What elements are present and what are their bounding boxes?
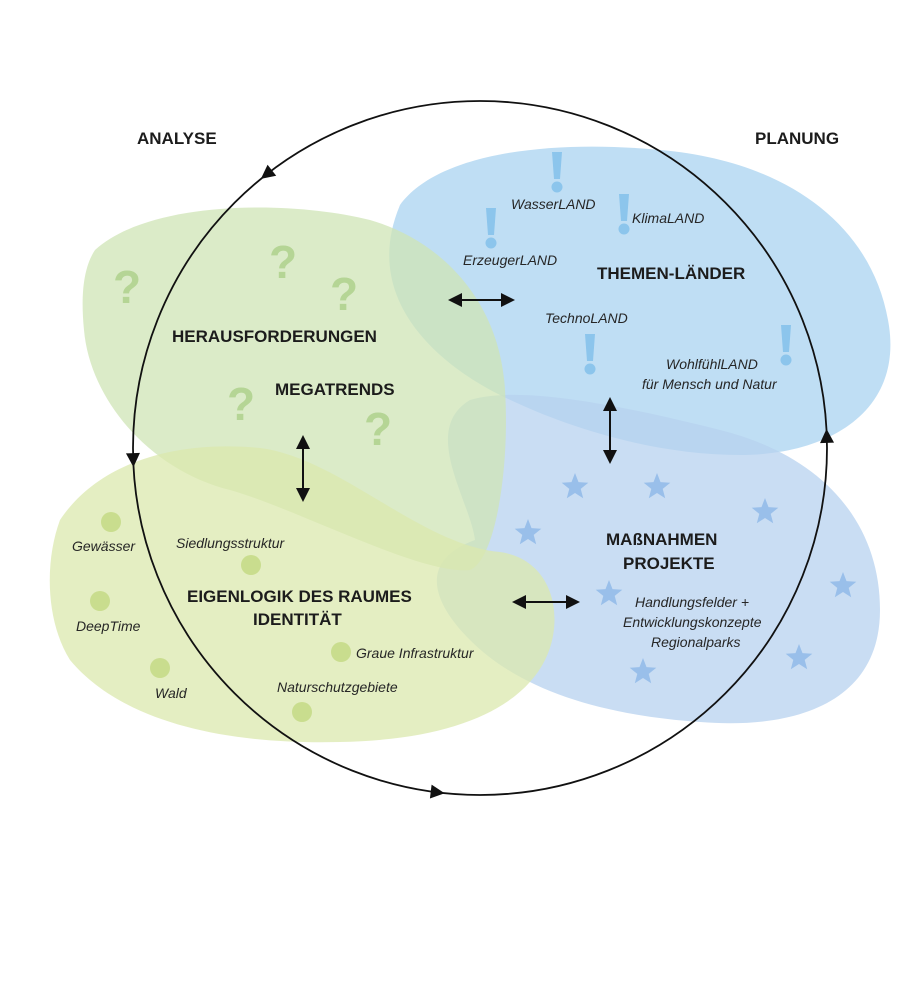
blob-herausforderungen xyxy=(82,207,506,571)
item-fuer-mensch-und-natur: für Mensch und Natur xyxy=(642,376,778,392)
dot-icon xyxy=(101,512,121,532)
star-icon xyxy=(629,658,657,684)
star-icon xyxy=(643,473,671,499)
question-mark-icon: ? xyxy=(113,261,141,313)
question-mark-icon: ? xyxy=(330,268,358,320)
dot-icon xyxy=(331,642,351,662)
title-analyse: ANALYSE xyxy=(137,129,217,148)
label-herausforderungen: HERAUSFORDERUNGEN xyxy=(172,327,377,346)
cycle-arrowhead-icon xyxy=(260,164,277,179)
item-technoland: TechnoLAND xyxy=(545,310,628,326)
cycle-circle xyxy=(132,100,828,796)
exclamation-icon xyxy=(780,325,792,366)
item-deeptime: DeepTime xyxy=(76,618,141,634)
label-projekte: PROJEKTE xyxy=(623,554,715,573)
cycle-arrowhead-icon xyxy=(125,452,140,468)
star-icon xyxy=(595,580,623,606)
item-erzeugerland: ErzeugerLAND xyxy=(463,252,557,268)
label-themen-laender: THEMEN-LÄNDER xyxy=(597,264,745,283)
label-eigenlogik: EIGENLOGIK DES RAUMES xyxy=(187,587,412,606)
exclamation-icons xyxy=(485,152,792,375)
label-massnahmen: MAßNAHMEN xyxy=(606,530,717,549)
item-gewaesser: Gewässer xyxy=(72,538,136,554)
question-mark-icon: ? xyxy=(364,403,392,455)
cycle-arrowhead-icon xyxy=(429,784,445,799)
item-wohlfuehlland: WohlfühlLAND xyxy=(666,356,758,372)
item-klimaland: KlimaLAND xyxy=(632,210,704,226)
item-naturschutzgebiete: Naturschutzgebiete xyxy=(277,679,398,695)
star-icon xyxy=(785,644,813,670)
dot-icon xyxy=(150,658,170,678)
sub-regionalparks: Regionalparks xyxy=(651,634,741,650)
exclamation-icon xyxy=(485,208,497,249)
cycle-arrowheads xyxy=(125,164,835,799)
title-planung: PLANUNG xyxy=(755,129,839,148)
star-icon xyxy=(514,519,542,545)
dot-icon xyxy=(292,702,312,722)
item-siedlungsstruktur: Siedlungsstruktur xyxy=(176,535,286,551)
star-icon xyxy=(561,473,589,499)
question-mark-icon: ? xyxy=(227,378,255,430)
dot-icon xyxy=(241,555,261,575)
item-wald: Wald xyxy=(155,685,188,701)
sub-entwicklungskonzepte: Entwicklungskonzepte xyxy=(623,614,762,630)
star-icons xyxy=(514,473,857,684)
star-icon xyxy=(829,572,857,598)
question-mark-icon: ? xyxy=(269,236,297,288)
sub-handlungsfelder: Handlungsfelder + xyxy=(635,594,749,610)
cycle-arrowhead-icon xyxy=(820,428,835,444)
question-mark-icons: ????? xyxy=(113,236,392,455)
label-identitaet: IDENTITÄT xyxy=(253,610,342,629)
exclamation-icon xyxy=(584,334,596,375)
item-wasserland: WasserLAND xyxy=(511,196,596,212)
star-icon xyxy=(751,498,779,524)
blob-themen-laender xyxy=(389,146,891,456)
item-graue-infrastruktur: Graue Infrastruktur xyxy=(356,645,475,661)
blob-eigenlogik xyxy=(49,446,555,743)
exclamation-icon xyxy=(551,152,563,193)
dot-icon xyxy=(90,591,110,611)
label-megatrends: MEGATRENDS xyxy=(275,380,395,399)
exclamation-icon xyxy=(618,194,630,235)
dot-icons xyxy=(90,512,351,722)
